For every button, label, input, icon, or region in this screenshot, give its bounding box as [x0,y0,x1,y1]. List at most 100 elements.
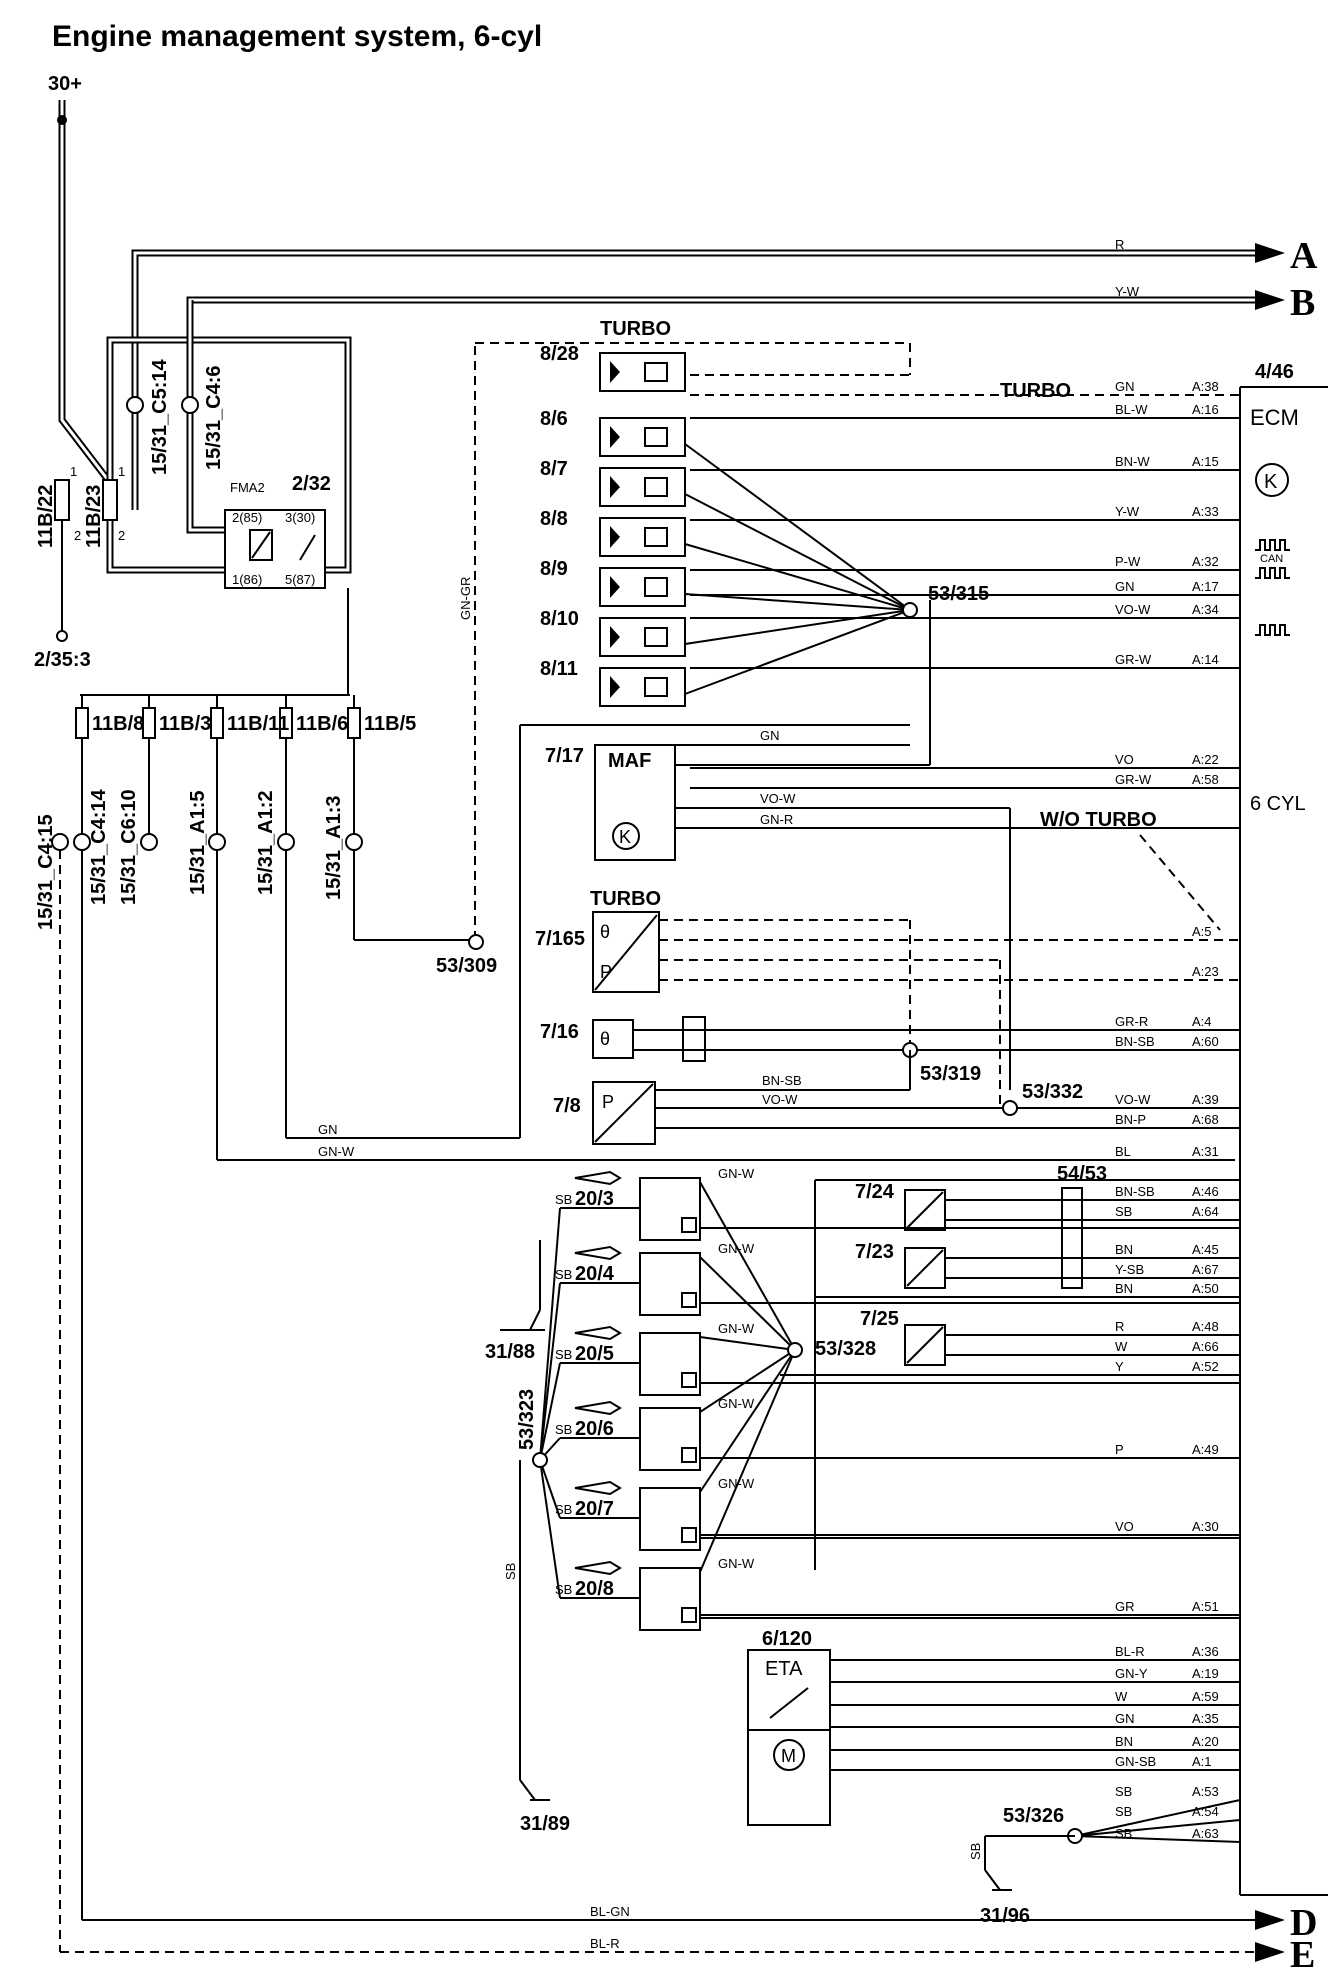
coil-label: 20/5 [575,1343,614,1365]
wire [699,1349,796,1413]
ecm-label: ECM [1250,405,1299,430]
splice-53-332 [1002,1100,1018,1116]
fuse-11b22-label: 11B/22 [35,485,57,548]
connector-block [682,1016,706,1062]
fuse [347,707,361,739]
sensor-label: 7/25 [860,1308,899,1330]
sensor-label: 7/17 [545,745,584,767]
ground-label: 31/88 [485,1341,535,1363]
arrow-d [1255,1910,1285,1930]
fuse-11b22 [54,479,70,521]
coil-transistor [681,1217,697,1233]
wire [699,1336,796,1351]
splice-53-309 [468,934,484,950]
wire-label: GN-Y [1115,1666,1148,1681]
valve-icon [610,426,620,448]
coil-group: 20/3GN-WSB20/4GN-WSB20/5GN-WSB20/6GN-WSB… [539,1166,1240,1631]
wire [684,593,911,611]
wire-label: W [1115,1689,1128,1704]
ecm-pin-label: A:14 [1192,652,1219,667]
ground-ref-terminal [56,630,68,642]
svg-text:K: K [619,827,631,847]
wire-label: VO-W [1115,1092,1151,1107]
ground-ref-label: 2/35:3 [34,649,91,671]
coil-label: 20/3 [575,1188,614,1210]
coil-transistor [681,1292,697,1308]
wire-label: GR [1115,1599,1135,1614]
ecm-pin-label: A:52 [1192,1359,1219,1374]
ground-label: 31/89 [520,1813,570,1835]
splice-53-323 [532,1452,548,1468]
spark-plug-icon [574,1245,622,1261]
wire-label: BL-W [1115,402,1148,417]
valve-coil [644,677,668,697]
wire-label: GN [760,728,780,743]
wire-label: SB [968,1843,983,1860]
wire [699,1349,796,1573]
coil-label: 20/8 [575,1578,614,1600]
ecm-pin-label: A:31 [1192,1144,1219,1159]
spark-plug-icon [574,1400,622,1416]
maf-label: MAF [608,750,651,772]
arrow-b [1255,290,1285,310]
wire-label: SB [555,1192,572,1207]
valve-icon [610,476,620,498]
knock-icon [612,822,640,850]
turbo-label: TURBO [600,318,671,340]
ecm-pin-label: A:17 [1192,579,1219,594]
valve-icon [610,526,620,548]
sensor-label: 7/16 [540,1021,579,1043]
wire-label: GN [1115,379,1135,394]
sensor-label: 7/24 [855,1181,895,1203]
wire [539,1459,561,1519]
wire-label: GN-W [718,1241,755,1256]
wire-label: BL-R [1115,1644,1145,1659]
theta-icon: θ [600,1029,610,1049]
wire-label: SB [1115,1804,1132,1819]
coil-label: 20/6 [575,1418,614,1440]
wire-label: R [1115,237,1124,252]
valve-icon [610,676,620,698]
valve-icon [610,361,620,383]
ecm-pin-label: A:46 [1192,1184,1219,1199]
fuse [142,707,156,739]
splice-label: 53/315 [928,583,989,605]
wire [539,1362,561,1461]
valve-icon [610,626,620,648]
wire-label: Y-W [1115,504,1140,519]
ecm-pin-label: A:53 [1192,1784,1219,1799]
ecm-pin-label: A:45 [1192,1242,1219,1257]
ecm-pin-label: A:35 [1192,1711,1219,1726]
fuse-label: 11B/3 [159,713,211,735]
coil-label: 20/7 [575,1498,614,1520]
splice-label: 54/53 [1057,1163,1107,1185]
ecm-pin-label: A:38 [1192,379,1219,394]
diagram-title: Engine management system, 6-cyl [52,20,542,53]
wire-label: GN-W [718,1476,755,1491]
valve [599,617,686,657]
ecm-pin-label: A:36 [1192,1644,1219,1659]
spark-plug-icon [574,1325,622,1341]
wire [699,1181,796,1351]
arrow-e [1255,1942,1285,1962]
valve-label: 8/6 [540,408,568,430]
wire-label: VO-W [1115,602,1151,617]
output-letter: D [1290,1902,1317,1944]
output-letter: A [1290,235,1318,277]
ecm-pin-label: A:20 [1192,1734,1219,1749]
relay-name: FMA2 [230,480,265,495]
wire-label: BL-R [590,1936,620,1951]
ecm-pin-label: A:30 [1192,1519,1219,1534]
fuse-label: 11B/6 [296,713,348,735]
valve-label: 8/8 [540,508,568,530]
coil-label: 20/4 [575,1263,615,1285]
connector-54-53 [1061,1187,1083,1289]
wire [1074,1835,1241,1843]
wire-label: BN [1115,1281,1133,1296]
valve-icon [610,576,620,598]
splice-label: 53/326 [1003,1805,1064,1827]
fuse-11b23-label: 11B/23 [83,485,105,548]
ecm-pin-label: A:67 [1192,1262,1219,1277]
